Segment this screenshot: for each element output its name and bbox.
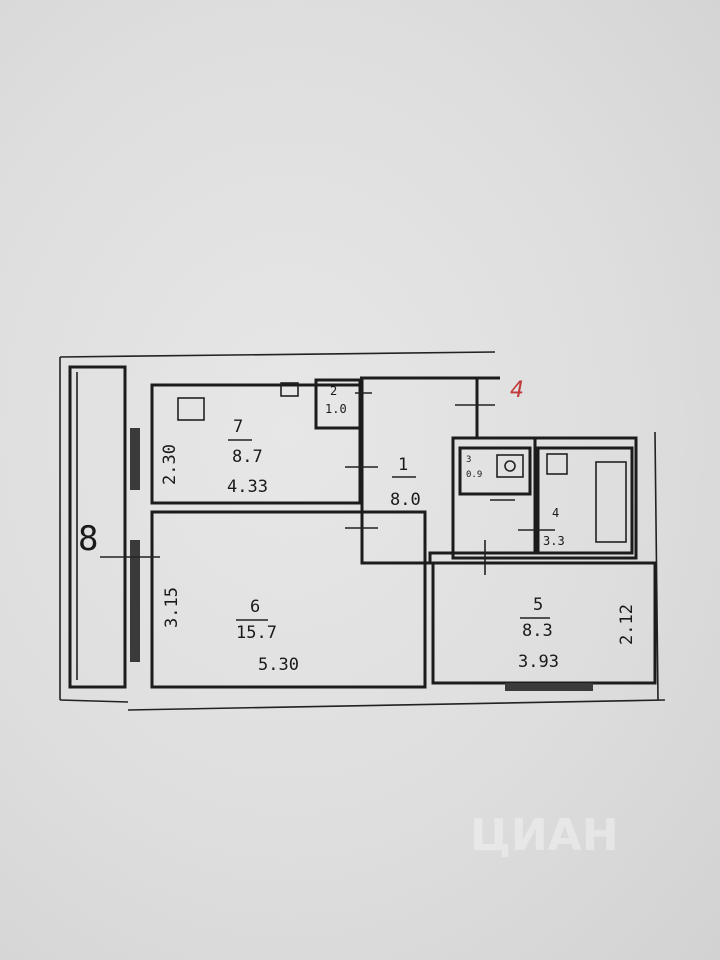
watermark: ЦИАН — [470, 810, 619, 861]
room-3-number: 3 — [466, 455, 471, 465]
vent-box — [280, 382, 299, 397]
toilet-fixture — [496, 454, 524, 478]
sink-box — [546, 453, 568, 475]
room-8-outline — [68, 365, 127, 689]
window-strip-1 — [130, 428, 140, 490]
room-1-outline — [360, 376, 537, 565]
room-3-area: 0.9 — [466, 470, 482, 480]
toilet-bowl — [504, 460, 516, 472]
bathtub — [595, 461, 627, 543]
room-1-number: 1 — [398, 455, 408, 475]
room-5-area: 8.3 — [522, 621, 553, 641]
room-6-height: 3.15 — [162, 587, 182, 628]
outer-bottom-line — [127, 699, 666, 711]
room-6-area: 15.7 — [236, 623, 277, 643]
room-8-number: 8 — [78, 519, 98, 559]
room-4-number: 4 — [552, 506, 559, 520]
room-5-number: 5 — [533, 595, 543, 615]
room-1-area: 8.0 — [390, 490, 421, 510]
room-2-outline — [314, 378, 362, 430]
room-6-width: 5.30 — [258, 655, 299, 675]
room-6-number: 6 — [250, 597, 260, 617]
stove-box — [177, 397, 205, 421]
outer-bottom-left — [59, 699, 129, 703]
room-3-outline — [458, 446, 532, 496]
corner-marker: 4 — [510, 378, 524, 403]
window-strip-2 — [130, 540, 140, 662]
room-4-outline — [536, 446, 634, 555]
room-7-width: 4.33 — [227, 477, 268, 497]
room-7-number: 7 — [233, 417, 243, 437]
room-2-area: 1.0 — [325, 402, 347, 416]
room-2-number: 2 — [330, 384, 337, 398]
room-5-width: 3.93 — [518, 652, 559, 672]
room-4-area: 3.3 — [543, 534, 565, 548]
room-7-outline — [150, 383, 362, 505]
window-strip-3 — [505, 683, 593, 691]
room-6-outline — [150, 510, 427, 689]
bath-block-outline — [451, 436, 638, 560]
room-5-height: 2.12 — [617, 604, 637, 645]
door-marks — [100, 392, 555, 575]
room-7-area: 8.7 — [232, 447, 263, 467]
room-7-height: 2.30 — [160, 444, 180, 485]
outer-top-line — [59, 351, 496, 358]
